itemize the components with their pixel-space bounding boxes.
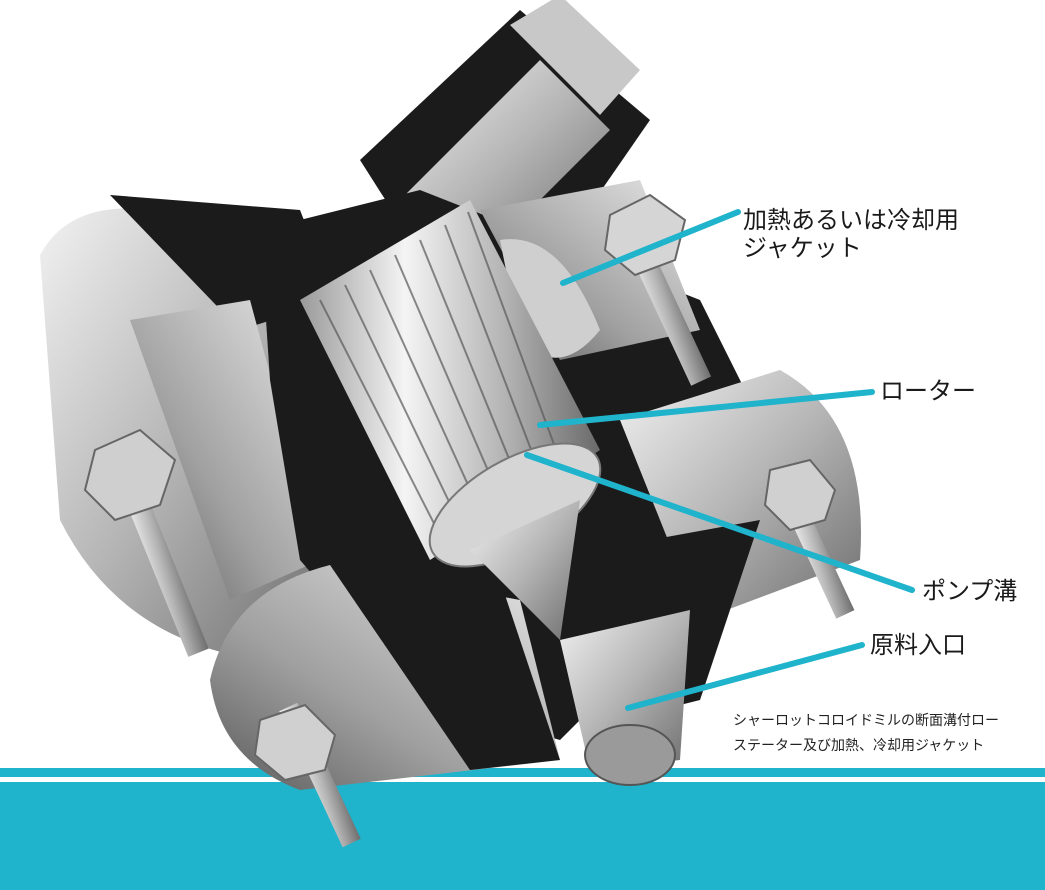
label-pump-groove: ポンプ溝 bbox=[922, 577, 1018, 605]
rotor-cone bbox=[300, 200, 602, 640]
leader-inlet bbox=[625, 642, 865, 711]
label-jacket-line2: ジャケット bbox=[743, 234, 862, 262]
leader-lines bbox=[524, 209, 915, 711]
label-jacket-line1: 加熱あるいは冷却用 bbox=[743, 206, 959, 234]
label-rotor: ローター bbox=[880, 377, 976, 405]
leader-rotor bbox=[537, 389, 875, 428]
cyan-band bbox=[0, 768, 1045, 890]
label-jacket: 加熱あるいは冷却用 ジャケット bbox=[743, 206, 959, 262]
caption-line2: ステーター及び加熱、冷却用ジャケット bbox=[733, 738, 985, 754]
leader-jacket bbox=[560, 209, 741, 286]
figure-caption: シャーロットコロイドミルの断面溝付ロー ステーター及び加熱、冷却用ジャケット bbox=[733, 709, 999, 759]
leader-pump-groove bbox=[524, 452, 915, 593]
label-inlet: 原料入口 bbox=[870, 631, 966, 659]
caption-line1: シャーロットコロイドミルの断面溝付ロー bbox=[733, 713, 999, 729]
